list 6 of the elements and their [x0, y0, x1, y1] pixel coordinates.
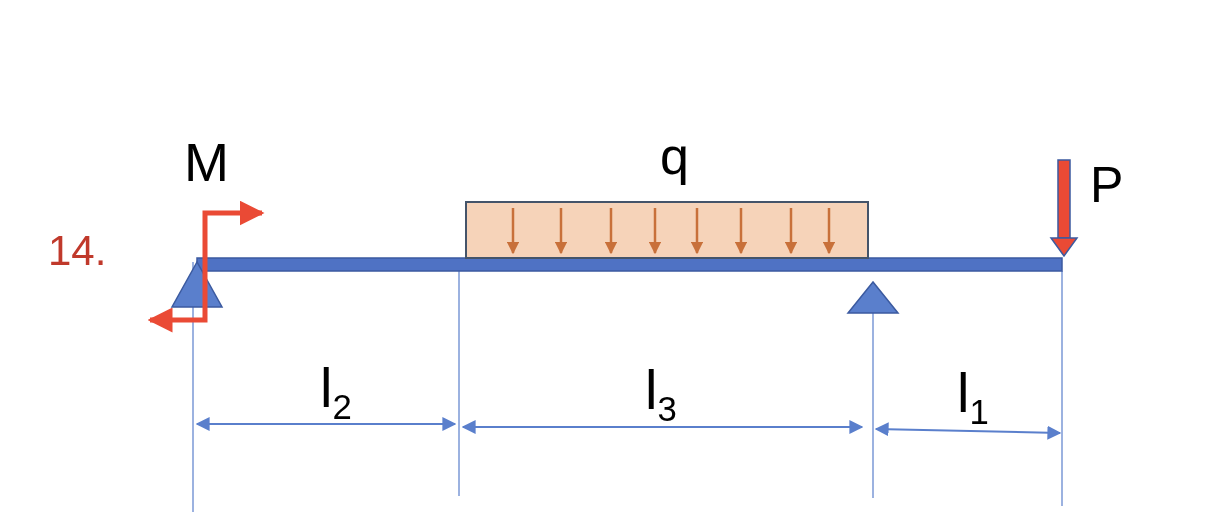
- dimension-label: l$_{3}$: [645, 362, 677, 427]
- dimension-label: l$_{1}$: [957, 365, 989, 430]
- moment-label: M: [184, 135, 229, 189]
- force-label: P: [1090, 160, 1124, 210]
- problem-number: 14.: [48, 230, 107, 272]
- dimension-label: l$_{2}$: [320, 360, 352, 425]
